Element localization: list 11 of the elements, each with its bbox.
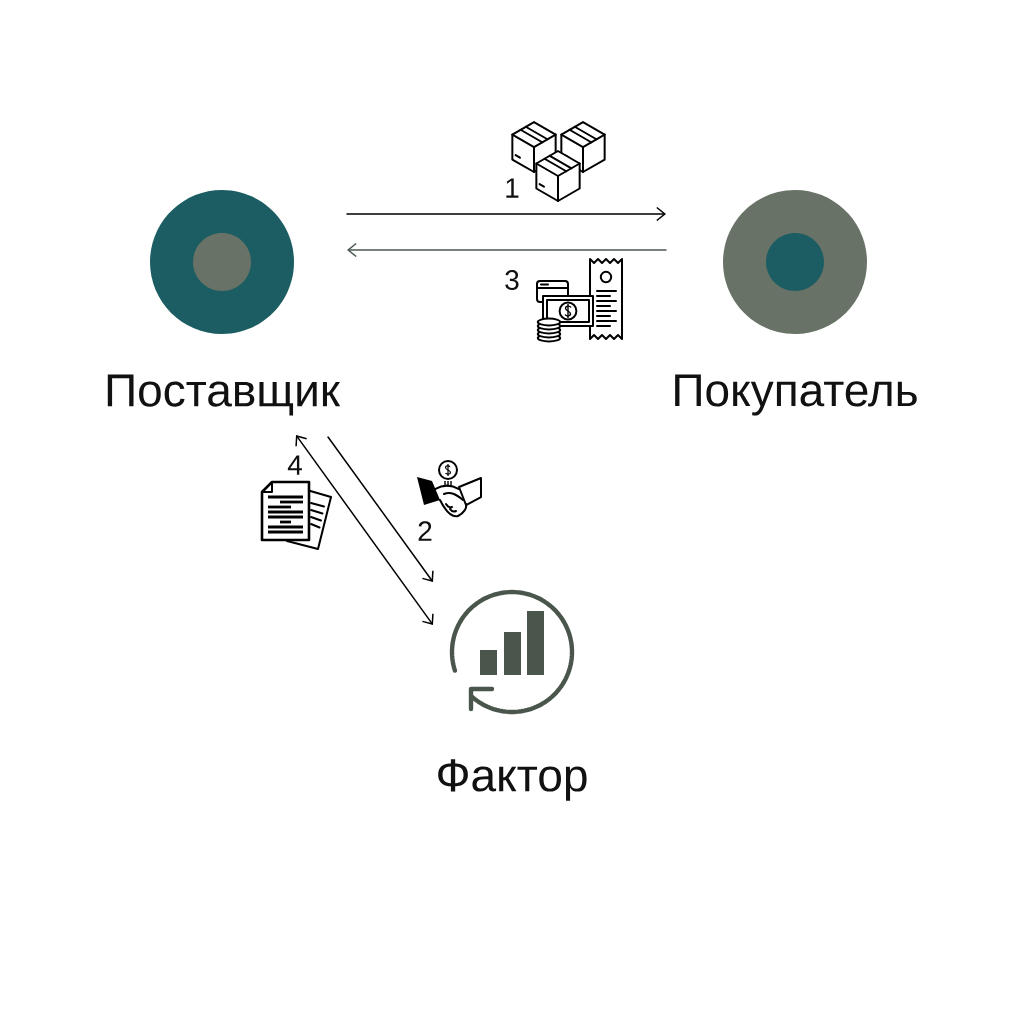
step-number: 4 [285, 453, 305, 477]
node-label: Фактор [438, 759, 587, 801]
node-label: Покупатель [675, 374, 917, 416]
arrow [347, 242, 667, 258]
arrow [346, 206, 666, 222]
step-number: 3 [502, 268, 522, 292]
arrow [295, 435, 434, 625]
node-label: Поставщик [107, 374, 341, 416]
step-number: 1 [502, 176, 522, 200]
step-number: 2 [415, 519, 435, 543]
arrow [327, 436, 434, 582]
